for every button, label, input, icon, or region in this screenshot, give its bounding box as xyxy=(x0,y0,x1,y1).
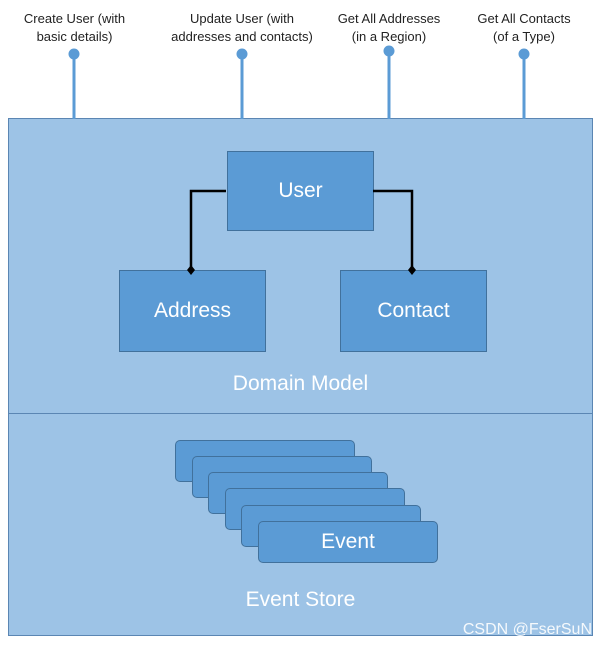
domain-model-panel: User Address Contact Domain Model xyxy=(8,118,593,414)
operation-connectors xyxy=(68,45,530,119)
watermark: CSDN @FserSuN xyxy=(462,621,592,638)
event-card-front: Event xyxy=(258,521,438,563)
connector-dot-get-addresses xyxy=(383,45,395,57)
user-contact-link xyxy=(373,189,414,270)
operation-label-create-user: Create User (with basic details) xyxy=(23,11,126,44)
event-store-title: Event Store xyxy=(245,588,356,611)
operation-label-get-contacts: Get All Contacts (of a Type) xyxy=(477,11,571,44)
event-store-panel: Event Event Store xyxy=(8,413,593,636)
contact-link-diamond xyxy=(408,265,416,275)
user-entity-box: User xyxy=(227,151,374,231)
connector-dot-update-user xyxy=(236,48,248,60)
contact-entity-box: Contact xyxy=(340,270,487,352)
address-entity-box: Address xyxy=(119,270,266,352)
address-link-diamond xyxy=(187,265,195,275)
user-address-link xyxy=(189,189,226,270)
entity-relationships xyxy=(189,189,414,270)
operation-label-update-user: Update User (with addresses and contacts… xyxy=(171,11,313,44)
connector-dot-get-contacts xyxy=(518,48,530,60)
operation-label-get-addresses: Get All Addresses (in a Region) xyxy=(337,11,441,44)
connector-dot-create-user xyxy=(68,48,80,60)
domain-model-title: Domain Model xyxy=(232,372,369,395)
